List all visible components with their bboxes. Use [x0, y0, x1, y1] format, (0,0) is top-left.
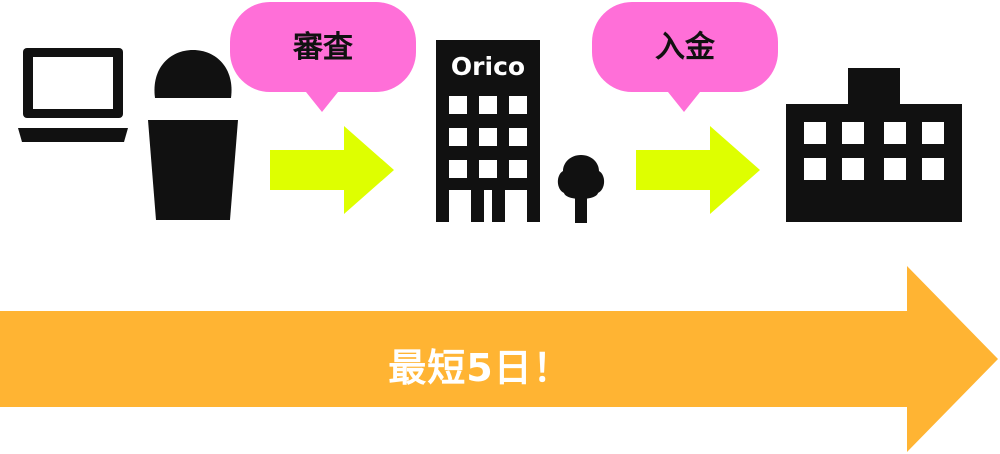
office-building-icon: Orico	[436, 40, 540, 222]
arrow-right-icon	[636, 126, 760, 214]
tree-icon	[557, 155, 605, 223]
timeline-label: 最短5日！	[388, 346, 572, 390]
timeline-arrow	[0, 266, 998, 452]
laptop-icon	[18, 48, 128, 142]
person-icon	[148, 50, 238, 220]
arrow-right-icon	[270, 126, 394, 214]
speech-bubble-deposit: 入金	[592, 2, 778, 112]
bubble-label-review: 審査	[292, 30, 353, 65]
company-logo: Orico	[451, 52, 525, 81]
school-building-icon	[786, 68, 962, 222]
speech-bubble-review: 審査	[230, 2, 416, 112]
bubble-label-deposit: 入金	[655, 30, 716, 65]
